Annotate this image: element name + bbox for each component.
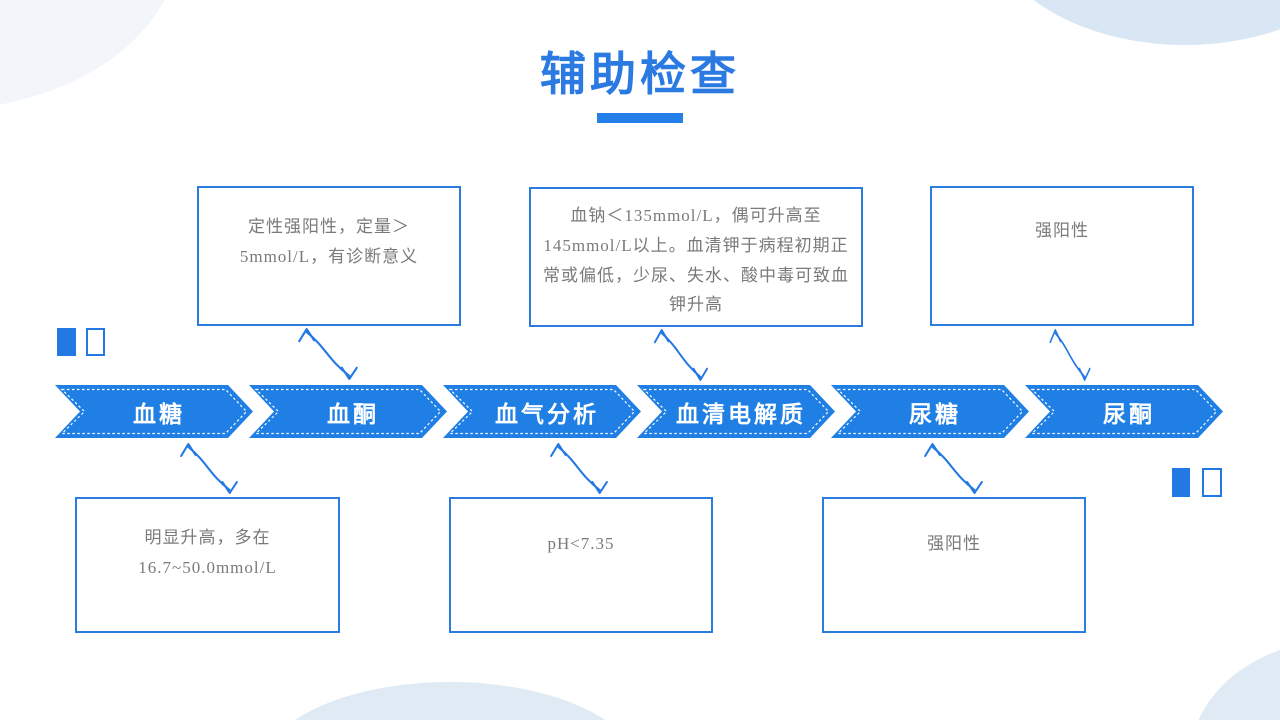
flow-step-serum-electrolyte: 血清电解质 [637,385,835,438]
flow-step-label: 血清电解质 [676,401,806,427]
chevron-arrow-shape [831,385,1029,438]
decor-square-outline-right [1202,468,1222,497]
annotation-text: 强阳性 [927,534,981,553]
background-blob-top-right [985,0,1280,45]
connector-arrow-icon [550,443,608,494]
flow-step-blood-ketone: 血酮 [249,385,447,438]
chevron-arrow-shape [637,385,835,438]
annotation-text: 强阳性 [1035,221,1089,240]
background-blob-bottom-right [1190,640,1280,720]
annotation-text: 血钠＜135mmol/L，偶可升高至145mmol/L以上。血清钾于病程初期正常… [543,206,849,315]
decor-square-outline-left [86,328,105,356]
annotation-box-urine-glucose: 强阳性 [822,497,1086,633]
flow-step-blood-gas: 血气分析 [443,385,641,438]
annotation-box-blood-gas: pH<7.35 [449,497,713,633]
background-blob-bottom-center [260,682,640,720]
connector-arrow-icon [653,329,709,381]
flow-step-label: 血气分析 [495,401,599,427]
flow-step-label: 尿酮 [1103,401,1155,427]
flow-step-blood-glucose: 血糖 [55,385,253,438]
annotation-box-electrolyte: 血钠＜135mmol/L，偶可升高至145mmol/L以上。血清钾于病程初期正常… [529,187,863,327]
annotation-text: pH<7.35 [547,534,615,553]
flow-step-urine-glucose: 尿糖 [831,385,1029,438]
page-title: 辅助检查 [540,49,740,100]
annotation-box-glucose: 明显升高，多在16.7~50.0mmol/L [75,497,340,633]
connector-arrow-icon [924,443,983,494]
flow-step-label: 血酮 [327,401,379,427]
chevron-arrow-shape [249,385,447,438]
annotation-text: 明显升高，多在16.7~50.0mmol/L [138,528,277,577]
chevron-arrow-shape [1025,385,1223,438]
annotation-box-urine-ketone: 强阳性 [930,186,1194,326]
connector-arrow-icon [298,328,358,380]
chevron-arrow-shape [55,385,253,438]
connector-arrow-icon [180,443,238,494]
flow-step-urine-ketone: 尿酮 [1025,385,1223,438]
connector-arrow-icon [1049,329,1091,381]
decor-square-filled-right [1172,468,1190,497]
chevron-arrow-shape [443,385,641,438]
flow-step-label: 尿糖 [909,401,961,427]
flow-step-label: 血糖 [133,401,185,427]
title-block: 辅助检查 [0,49,1280,123]
annotation-box-ketone: 定性强阳性，定量＞5mmol/L，有诊断意义 [197,186,461,326]
title-underline-bar [597,112,683,123]
decor-square-filled-left [57,328,76,356]
annotation-text: 定性强阳性，定量＞5mmol/L，有诊断意义 [239,217,419,266]
